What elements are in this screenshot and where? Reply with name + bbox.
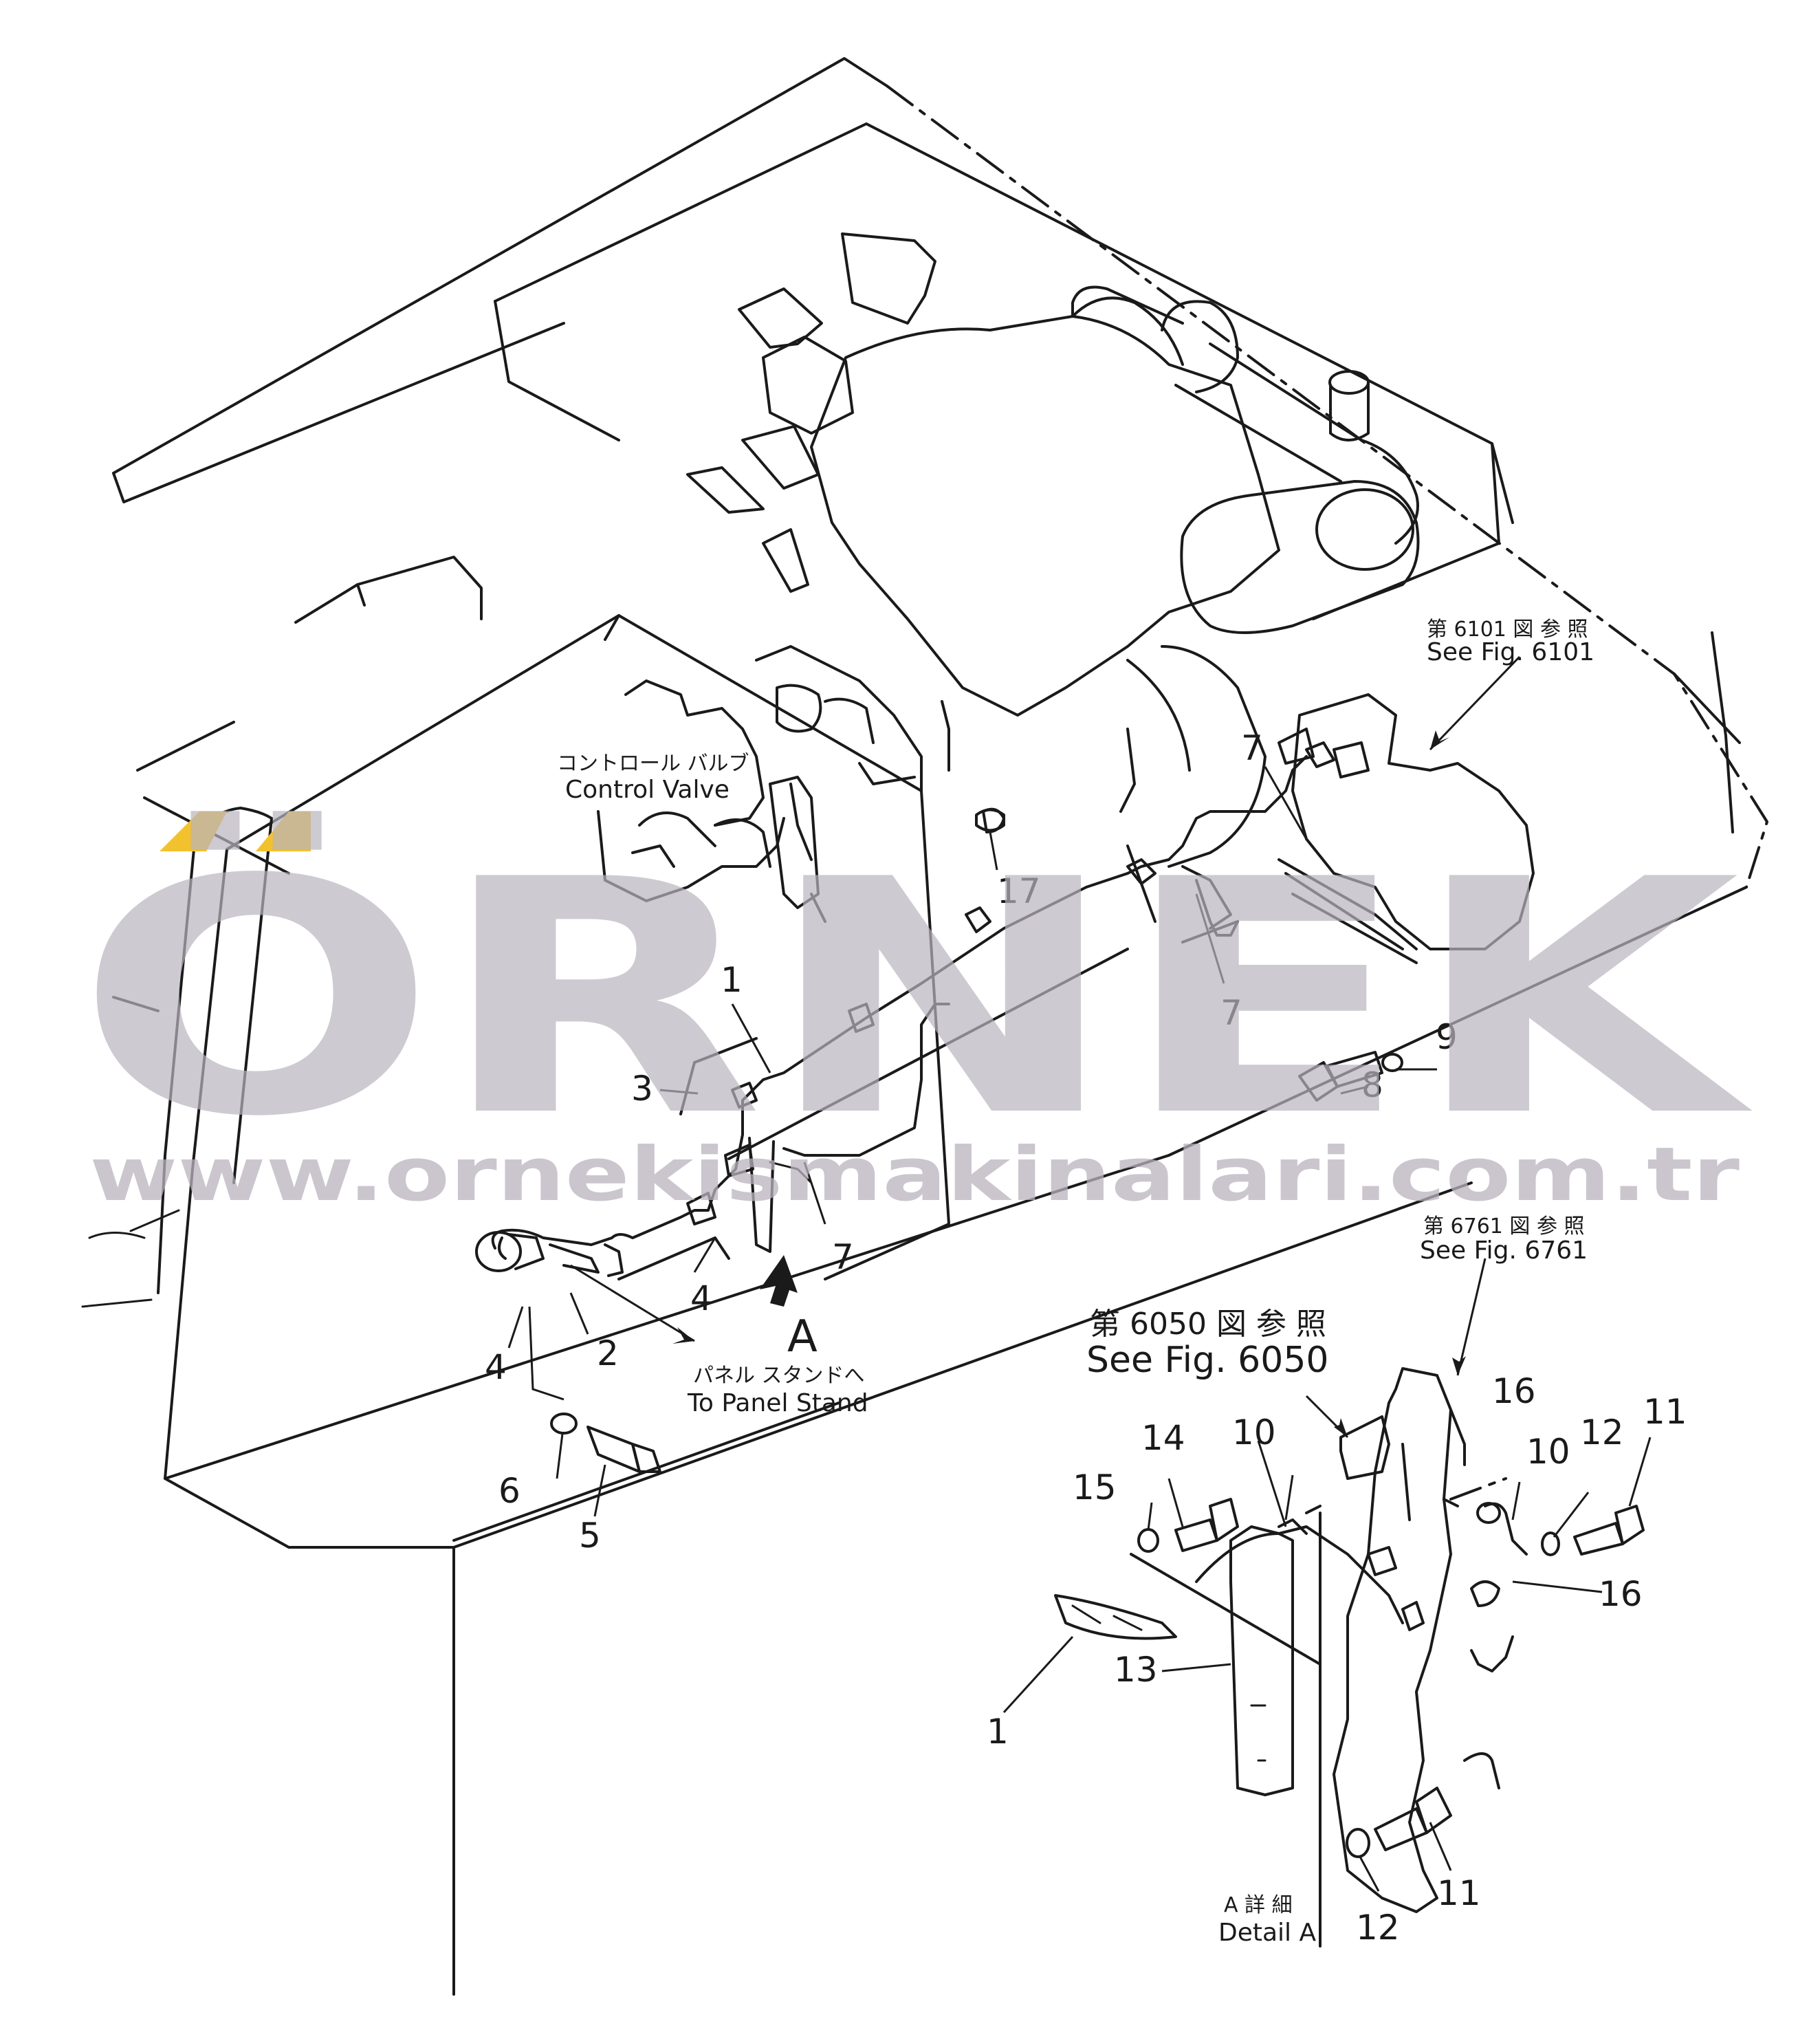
fig-6050-label: See Fig. 6050 [1086,1340,1329,1381]
fig-6761-jp-label: 第 6761 図 参 照 [1423,1214,1585,1239]
callout-1-main: 1 [721,960,743,1000]
callout-5: 5 [579,1516,601,1556]
watermark-accent-left [160,811,227,851]
bolt-5-shank [586,1426,641,1473]
callout-4-mid: 4 [690,1278,712,1318]
control-valve-assembly [597,645,923,923]
bolt-17 [975,808,1005,832]
fig-6050-jp-label: 第 6050 図 参 照 [1090,1307,1326,1342]
washer-12-bottom [1346,1828,1370,1858]
callout-2: 2 [597,1333,619,1373]
callout-9: 9 [1436,1017,1458,1057]
fig-6101-jp-label: 第 6101 図 参 照 [1427,618,1588,642]
detail-a-view [1054,1258,1645,1948]
watermark: ÖRNEK www.ornekismakinalari.com.tr [76,807,1755,1218]
callout-12-top: 12 [1580,1413,1624,1452]
callout-7-right: 7 [1220,993,1242,1033]
callout-11-bottom: 11 [1437,1873,1481,1913]
washer-12-top [1541,1531,1560,1556]
view-arrow-icon [760,1255,798,1307]
wiring-harness [475,700,1335,1280]
watermark-brand: ÖRNEK [76,807,1755,1187]
callout-7-lower: 7 [832,1237,854,1277]
callout-3: 3 [631,1069,653,1109]
bolt-11-top [1573,1522,1624,1556]
detail-a-label: Detail A [1218,1919,1316,1947]
control-valve-label: Control Valve [565,776,730,804]
fig-6761-label: See Fig. 6761 [1420,1236,1588,1265]
washer-9 [1381,1053,1403,1072]
panel-stand-jp-label: パネル スタンドへ [693,1364,865,1388]
callout-12-bottom: 12 [1356,1908,1400,1948]
callout-numbers: 1 2 3 4 4 5 6 7 7 7 8 9 10 10 11 11 12 1… [485,728,1687,1948]
callout-8: 8 [1361,1065,1383,1105]
callout-11-top: 11 [1643,1392,1687,1432]
callout-16-right: 16 [1599,1574,1643,1614]
callout-15: 15 [1073,1468,1117,1507]
upper-frame-outline [81,57,1768,1996]
text-labels: コントロール バルブ Control Valve パネル スタンドへ To Pa… [557,618,1594,1947]
bolt-11-bottom [1374,1807,1428,1851]
callout-17: 17 [997,871,1041,911]
callout-1-detail: 1 [987,1712,1009,1752]
callout-13: 13 [1114,1650,1158,1690]
callout-7-top: 7 [1241,728,1263,768]
callout-6: 6 [498,1471,520,1511]
watermark-url: www.ornekismakinalari.com.tr [89,1132,1740,1218]
control-valve-jp-label: コントロール バルブ [557,752,749,776]
callout-10-right: 10 [1526,1432,1570,1472]
loose-parts-main [528,655,1521,1473]
wire-section-1 [1054,1594,1177,1640]
watermark-accent-right [256,811,311,851]
view-a-label: A [787,1311,818,1362]
bracket-13 [1229,1525,1294,1796]
callout-14: 14 [1141,1418,1185,1458]
washer-6 [550,1413,578,1435]
callout-leaders [507,766,1652,1892]
callout-10-left: 10 [1232,1413,1276,1452]
callout-4-left: 4 [485,1347,507,1387]
panel-stand-label: To Panel Stand [687,1389,868,1417]
detail-a-jp-label: A 詳 細 [1224,1893,1293,1917]
callout-16-top: 16 [1492,1371,1536,1411]
engine-assembly [686,232,1535,964]
fig-6101-label: See Fig. 6101 [1427,638,1594,666]
washer-15 [1137,1528,1159,1553]
